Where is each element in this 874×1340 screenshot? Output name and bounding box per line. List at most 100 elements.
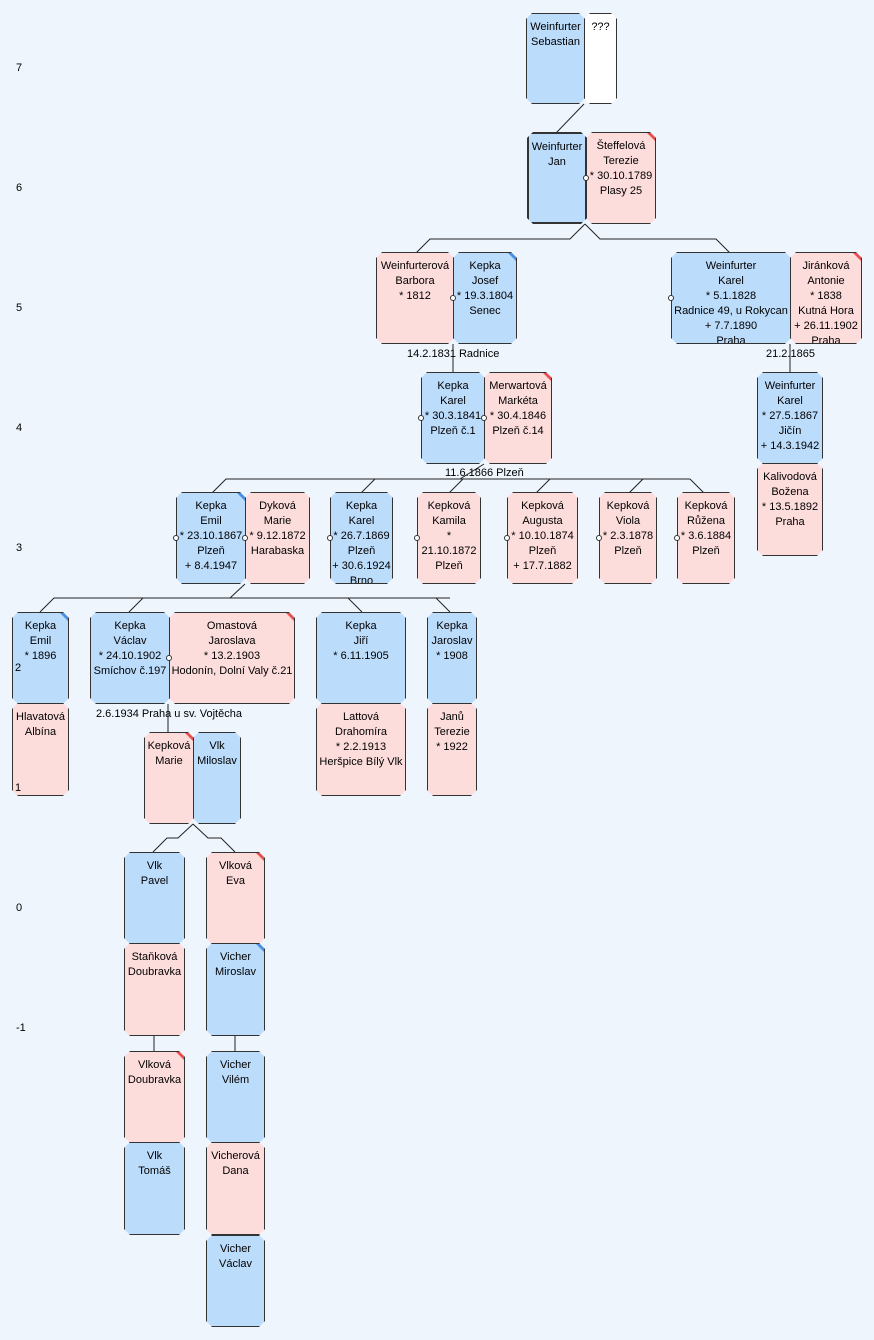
- person-given-name: Pavel: [140, 875, 169, 887]
- generation-label: 3: [16, 542, 23, 554]
- person-given-name: Marie: [263, 515, 292, 527]
- person-given-name: Vilém: [221, 1074, 250, 1086]
- person-surname: Kepková: [521, 500, 564, 512]
- person-detail: Plzeň: [347, 545, 376, 557]
- corner-flag-icon: [256, 853, 264, 861]
- person-given-name: Václav: [218, 1258, 253, 1270]
- person-detail: * 27.5.1867: [761, 410, 819, 422]
- person-given-name: Albína: [24, 726, 57, 738]
- generation-label: 6: [16, 182, 23, 194]
- connector-dot-icon: [481, 415, 487, 421]
- person-detail: * 24.10.1902: [98, 650, 162, 662]
- person-surname: Šteffelová: [596, 140, 646, 152]
- generation-label: 4: [16, 422, 23, 434]
- person-given-name: Dana: [222, 1165, 249, 1177]
- person-given-name: Drahomíra: [335, 726, 387, 738]
- connector-dot-icon: [242, 535, 248, 541]
- person-detail: Praha: [716, 335, 746, 344]
- corner-flag-icon: [176, 1052, 184, 1060]
- corner-flag-icon: [286, 613, 294, 621]
- person-detail: Plasy 25: [599, 185, 643, 197]
- person-surname: Hlavatová: [16, 711, 65, 723]
- person-detail: * 5.1.1828: [705, 290, 757, 302]
- person-card-unknown[interactable]: ???: [584, 13, 617, 104]
- person-surname: Vicher: [220, 1243, 251, 1255]
- person-surname: ???: [591, 21, 610, 33]
- connector-dot-icon: [583, 175, 589, 181]
- person-surname: Merwartová: [489, 380, 547, 392]
- person-given-name: Sebastian: [531, 36, 580, 48]
- person-detail: * 30.4.1846: [489, 410, 547, 422]
- person-surname: Weinfurter: [705, 260, 757, 272]
- person-given-name: Terezie: [603, 155, 639, 167]
- connector-dot-icon: [668, 295, 674, 301]
- person-given-name: Marie: [155, 755, 183, 767]
- person-detail: Brno: [349, 575, 374, 584]
- person-surname: Vlková: [137, 1059, 172, 1071]
- corner-flag-icon: [237, 493, 245, 501]
- connector-dot-icon: [414, 535, 420, 541]
- marriage-label: 21.2.1865: [766, 348, 815, 360]
- person-detail: * 3.6.1884: [680, 530, 732, 542]
- person-given-name: Miroslav: [215, 966, 256, 978]
- person-surname: Weinfurterová: [380, 260, 450, 272]
- person-detail: + 7.7.1890: [704, 320, 758, 332]
- person-detail: + 30.6.1924: [332, 560, 391, 572]
- person-surname: Kepková: [147, 740, 191, 752]
- person-surname: Vicherová: [211, 1150, 260, 1162]
- connector-dot-icon: [450, 295, 456, 301]
- corner-flag-icon: [60, 613, 68, 621]
- person-detail: + 8.4.1947: [184, 560, 238, 572]
- corner-flag-icon: [647, 133, 655, 141]
- person-given-name: Barbora: [395, 275, 435, 287]
- marriage-label: 2.6.1934 Praha u sv. Vojtěcha: [96, 708, 242, 720]
- generation-label: 5: [16, 302, 23, 314]
- person-given-name: Antonie: [807, 275, 845, 287]
- person-given-name: Karel: [348, 515, 375, 527]
- person-given-name: Jaroslav: [431, 635, 473, 647]
- person-surname: Kepka: [195, 500, 227, 512]
- person-given-name: Emil: [200, 515, 222, 527]
- marriage-order-number: 1: [15, 782, 22, 794]
- person-surname: Dyková: [259, 500, 296, 512]
- person-detail: * 10.10.1874: [511, 530, 574, 542]
- person-detail: Harabaska: [250, 545, 305, 557]
